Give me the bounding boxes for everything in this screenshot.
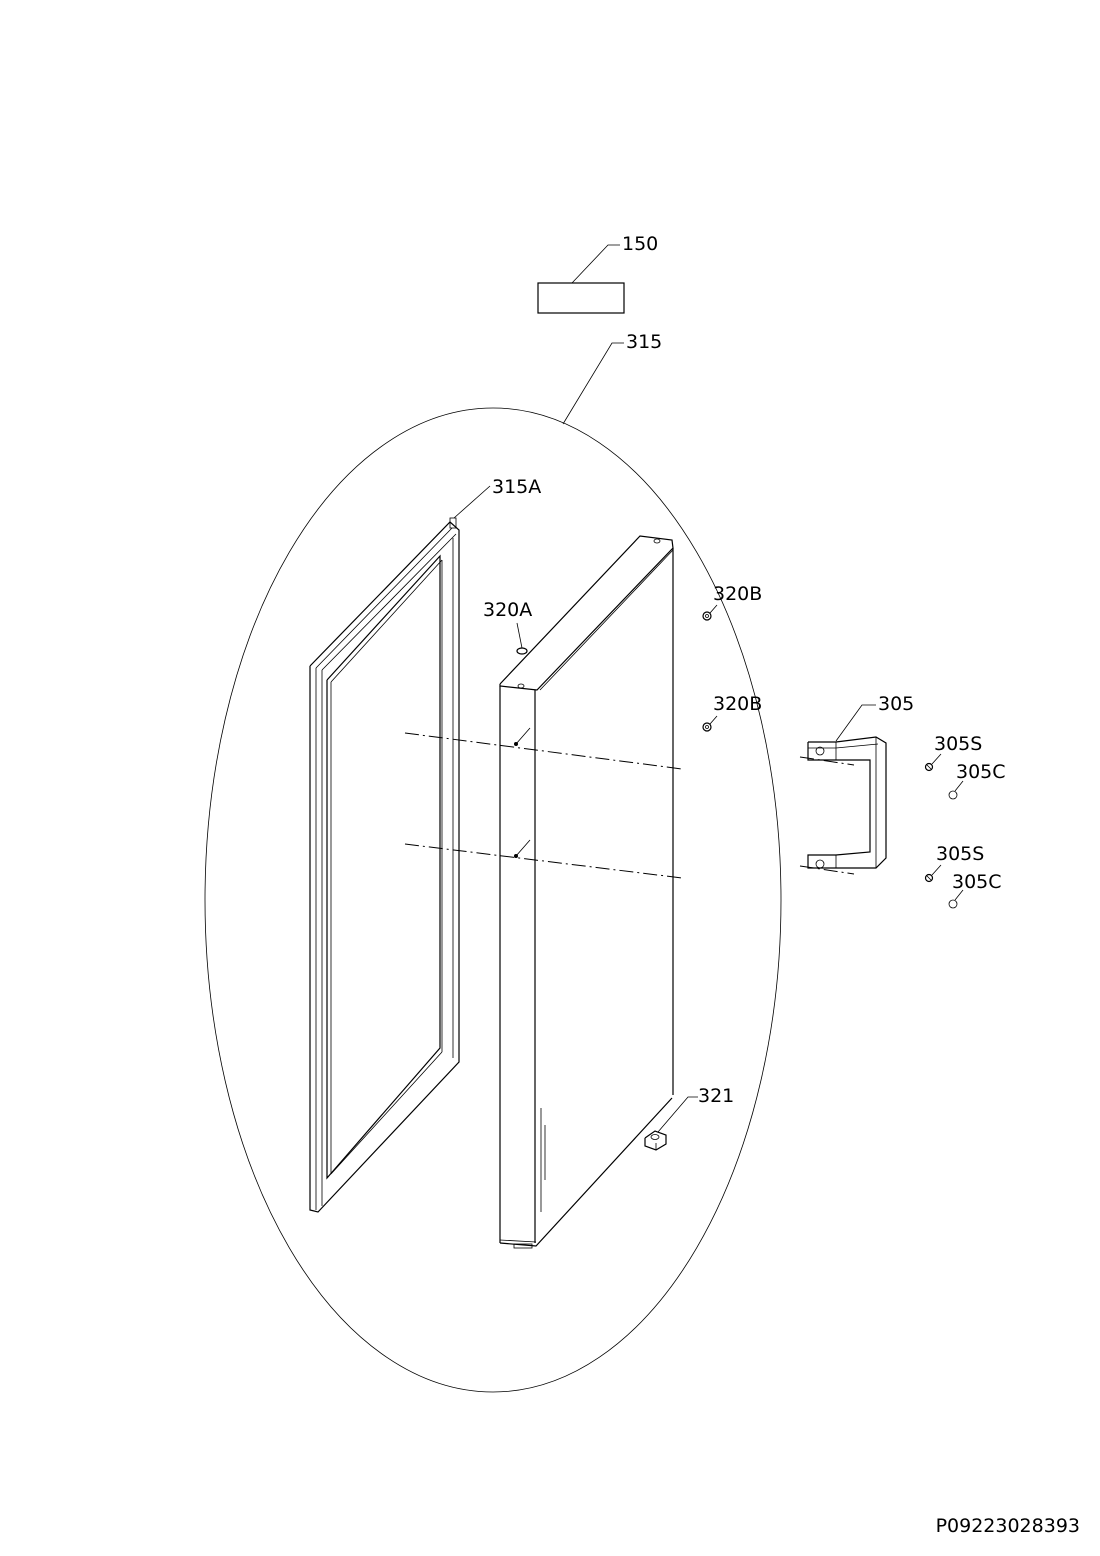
part-320B-plug-mid[interactable]: 320B: [702, 693, 762, 732]
callout-305C-top: 305C: [956, 761, 1006, 783]
drawing-number: P09223028393: [935, 1515, 1080, 1537]
callout-305: 305: [878, 693, 914, 715]
part-150[interactable]: 150: [537, 233, 658, 314]
part-305-handle[interactable]: 305: [807, 693, 914, 869]
callout-305S-bottom: 305S: [936, 843, 984, 865]
part-305S-screw-bottom[interactable]: 305S: [924, 843, 985, 883]
callout-315A: 315A: [492, 476, 541, 498]
callout-150: 150: [622, 233, 658, 255]
callout-320B-mid: 320B: [713, 693, 762, 715]
door-panel[interactable]: [499, 535, 674, 1249]
callout-305S-top: 305S: [934, 733, 982, 755]
mounting-axis-lines: [404, 732, 855, 879]
part-315A-gasket[interactable]: 315A: [309, 476, 541, 1213]
callout-320A: 320A: [483, 599, 532, 621]
callout-315: 315: [626, 331, 662, 353]
callout-321: 321: [698, 1085, 734, 1107]
part-315-door-assembly[interactable]: 315: [204, 331, 782, 1393]
part-321-hinge-bushing[interactable]: 321: [644, 1085, 734, 1151]
part-305C-cap-top[interactable]: 305C: [948, 761, 1006, 800]
part-320B-plug-top[interactable]: 320B: [702, 583, 762, 621]
part-305S-screw-top[interactable]: 305S: [924, 733, 983, 772]
part-305C-cap-bottom[interactable]: 305C: [948, 871, 1002, 909]
callout-320B-top: 320B: [713, 583, 762, 605]
part-320A-plug[interactable]: 320A: [483, 599, 532, 655]
callout-305C-bottom: 305C: [952, 871, 1002, 893]
